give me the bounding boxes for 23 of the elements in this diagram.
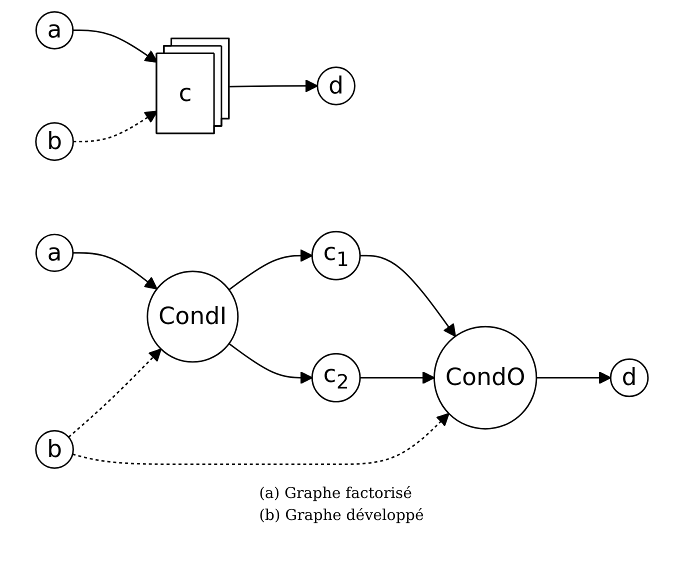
arrow bbox=[228, 249, 312, 290]
node-circle: b bbox=[34, 430, 74, 469]
arrow bbox=[229, 79, 318, 92]
node-circle: CondO bbox=[433, 326, 537, 430]
arrow bbox=[228, 343, 312, 384]
arrow bbox=[360, 371, 434, 384]
node-circle: d bbox=[609, 358, 648, 398]
arrow bbox=[72, 110, 158, 142]
caption: (a) Graphe factorisé bbox=[259, 484, 413, 502]
node-circle: a bbox=[34, 234, 74, 272]
arrow bbox=[72, 30, 158, 63]
node-circle: a bbox=[34, 11, 74, 50]
arrow bbox=[68, 348, 162, 438]
arrow bbox=[536, 371, 611, 384]
node-circle: b bbox=[34, 122, 74, 161]
node-circle: c$_{1}$ bbox=[310, 230, 360, 280]
arrow bbox=[72, 412, 450, 466]
arrow bbox=[72, 252, 158, 290]
node-circle: CondI bbox=[146, 270, 238, 363]
node-circle: d bbox=[316, 66, 356, 106]
caption: (b) Graphe développé bbox=[259, 506, 424, 524]
arrow bbox=[360, 254, 456, 337]
node-circle: c$_{2}$ bbox=[310, 353, 360, 402]
